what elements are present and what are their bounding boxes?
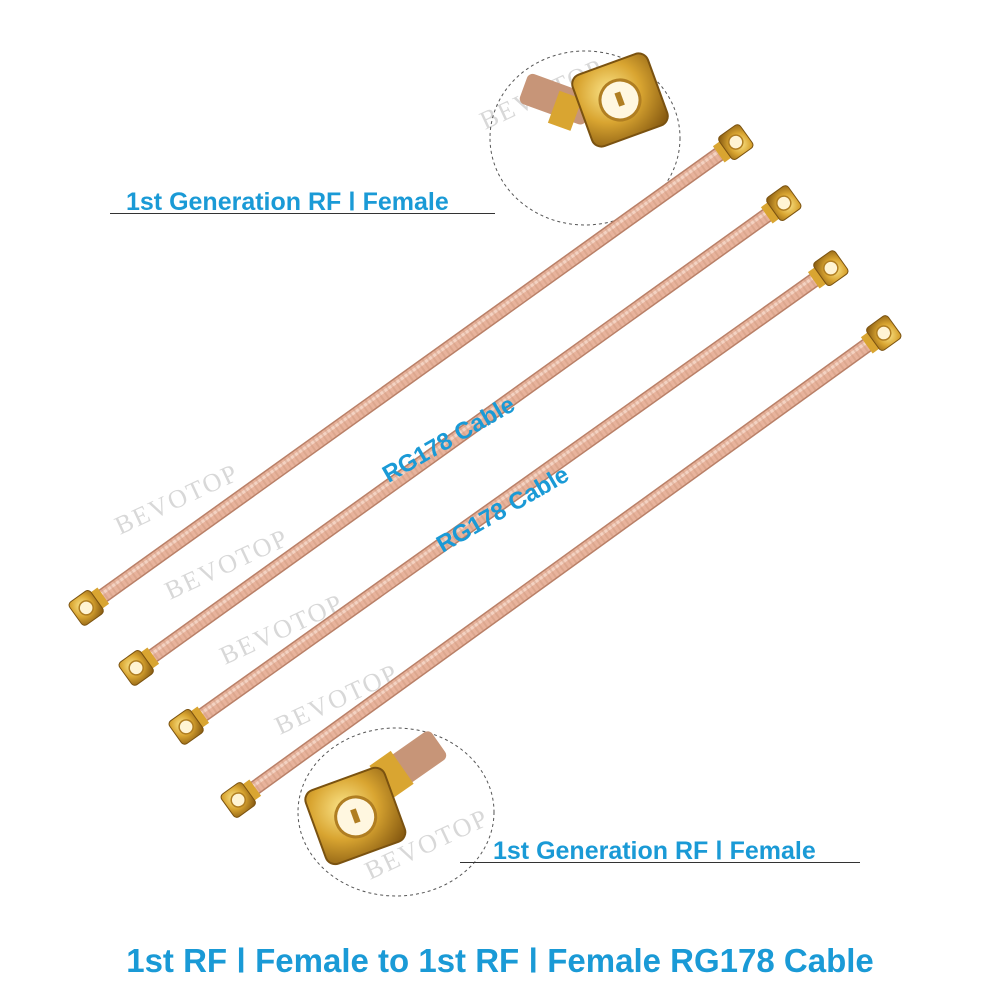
callout-ellipse-top <box>489 50 681 226</box>
ufl-connector-icon <box>168 706 210 745</box>
coax-cable <box>142 205 778 666</box>
coax-cable <box>192 270 825 725</box>
ufl-connector-icon <box>860 315 902 354</box>
watermark-text: BEVOTOP <box>110 458 243 541</box>
callout-label-bottom: 1st Generation RF Ⅰ Female <box>493 837 816 865</box>
magnified-connector-top <box>519 52 669 148</box>
ufl-connector-icon <box>760 185 802 224</box>
ufl-connector-icon <box>220 779 262 818</box>
ufl-connector-icon <box>68 587 110 626</box>
callout-ellipse-bottom <box>297 727 495 897</box>
callout-underline-bottom <box>460 862 860 863</box>
watermark-group: BEVOTOPBEVOTOPBEVOTOPBEVOTOPBEVOTOPBEVOT… <box>110 53 608 886</box>
coax-cable <box>244 335 878 798</box>
magnified-connector-bottom <box>304 731 447 866</box>
ufl-connector-icon <box>118 647 160 686</box>
product-title: 1st RF Ⅰ Female to 1st RF Ⅰ Female RG178… <box>126 942 874 979</box>
ufl-connector-icon <box>712 124 754 163</box>
ufl-connector-icon <box>807 250 849 289</box>
callout-label-top: 1st Generation RF Ⅰ Female <box>126 188 449 216</box>
callout-underline-top <box>110 213 495 214</box>
coax-cable <box>92 144 730 606</box>
